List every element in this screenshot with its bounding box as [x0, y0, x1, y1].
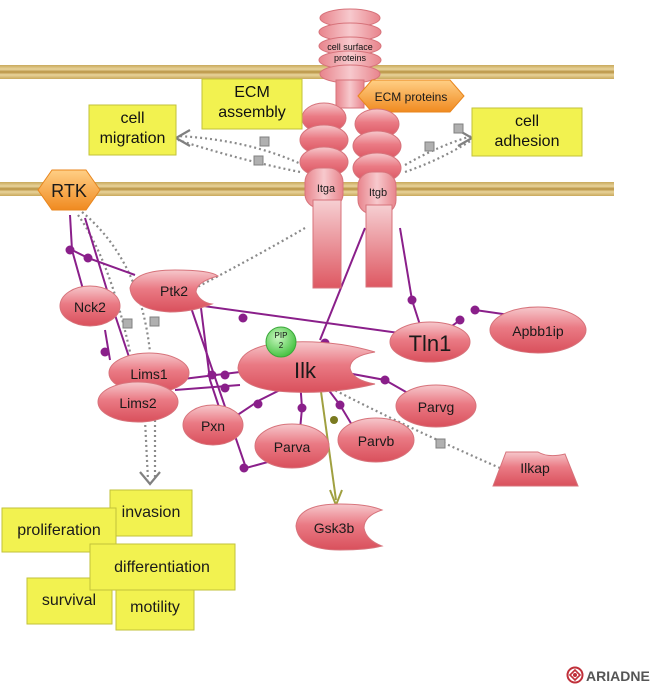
cell-migration-label: cell migration [99, 110, 166, 147]
rtk-node[interactable]: RTK [37, 169, 101, 211]
ptk2-node[interactable]: Ptk2 [129, 269, 220, 313]
survival-box[interactable]: survival [26, 577, 113, 625]
lims2-node[interactable]: Lims2 [97, 381, 179, 423]
ariadne-logo: ARIADNE [566, 666, 650, 684]
ariadne-logo-text: ARIADNE [586, 668, 650, 684]
lims1-label: Lims1 [130, 366, 168, 382]
ecm-proteins-node[interactable]: ECM proteins [357, 79, 465, 113]
motility-box[interactable]: motility [115, 583, 195, 631]
invasion-label: invasion [122, 504, 181, 521]
ilkap-label: Ilkap [520, 460, 550, 476]
lims2-label: Lims2 [119, 395, 157, 411]
pip2-node[interactable]: PIP 2 [265, 326, 297, 358]
ariadne-logo-icon [566, 666, 584, 684]
tln1-label: Tln1 [409, 331, 452, 356]
upper-membrane [0, 65, 614, 79]
pxn-label: Pxn [201, 418, 225, 434]
proliferation-label: proliferation [17, 522, 101, 539]
rtk-label: RTK [51, 181, 87, 201]
cell-adhesion-box[interactable]: cell adhesion [471, 107, 583, 157]
cell-adhesion-label: cell adhesion [494, 113, 560, 150]
nck2-label: Nck2 [74, 299, 106, 315]
cell-migration-box[interactable]: cell migration [88, 104, 177, 156]
itga-node[interactable]: Itga [299, 102, 349, 289]
differentiation-box[interactable]: differentiation [89, 543, 236, 591]
gsk3b-label: Gsk3b [314, 520, 355, 536]
itga-label: Itga [317, 183, 336, 195]
ilk-node[interactable]: Ilk [237, 341, 376, 393]
ilkap-node[interactable]: Ilkap [492, 451, 579, 487]
parvb-label: Parvb [358, 433, 395, 449]
proliferation-box[interactable]: proliferation [1, 507, 117, 553]
cell-surface-proteins-label: cell surface proteins [327, 42, 373, 63]
nck2-node[interactable]: Nck2 [59, 285, 121, 327]
ecm-proteins-label: ECM proteins [375, 90, 448, 104]
parvb-node[interactable]: Parvb [337, 417, 415, 463]
motility-label: motility [130, 599, 180, 616]
cell-surface-proteins-node[interactable]: cell surface proteins [318, 8, 382, 109]
differentiation-label: differentiation [114, 559, 210, 576]
apbb1ip-node[interactable]: Apbb1ip [489, 306, 587, 354]
pxn-node[interactable]: Pxn [182, 404, 244, 446]
apbb1ip-label: Apbb1ip [512, 323, 564, 339]
ptk2-label: Ptk2 [160, 283, 188, 299]
invasion-box[interactable]: invasion [109, 489, 193, 537]
itgb-label: Itgb [369, 187, 387, 199]
parvg-label: Parvg [418, 399, 455, 415]
ecm-assembly-label: ECM assembly [218, 84, 286, 121]
itgb-node[interactable]: Itgb [352, 108, 402, 288]
ilk-label: Ilk [294, 358, 317, 383]
ecm-assembly-box[interactable]: ECM assembly [201, 78, 303, 130]
tln1-node[interactable]: Tln1 [389, 321, 471, 363]
parva-label: Parva [274, 439, 311, 455]
parva-node[interactable]: Parva [254, 423, 330, 469]
pip2-label: PIP 2 [274, 331, 288, 350]
survival-label: survival [42, 592, 96, 609]
regulation-markers [122, 123, 464, 449]
gsk3b-node[interactable]: Gsk3b [295, 503, 384, 551]
parvg-node[interactable]: Parvg [395, 384, 477, 428]
